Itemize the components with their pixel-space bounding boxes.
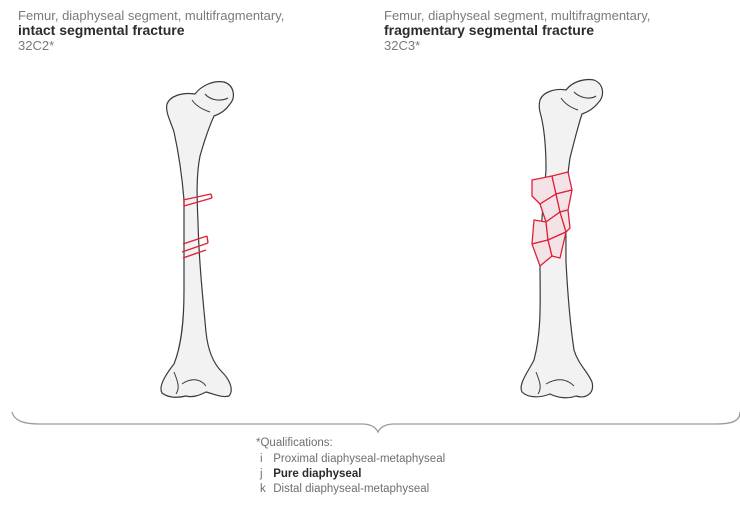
qualification-item: i Proximal diaphyseal-metaphyseal [256, 452, 445, 467]
qualification-text: Distal diaphyseal-metaphyseal [273, 483, 429, 495]
qualifications: *Qualifications: i Proximal diaphyseal-m… [256, 436, 445, 497]
left-femur [161, 82, 233, 398]
qualification-letter: j [260, 467, 270, 482]
qualification-text: Proximal diaphyseal-metaphyseal [273, 453, 445, 465]
qualification-letter: i [260, 452, 270, 467]
grouping-brace [12, 412, 740, 432]
qualification-letter: k [260, 482, 270, 497]
qualification-item: k Distal diaphyseal-metaphyseal [256, 482, 445, 497]
right-femur [521, 79, 602, 397]
qualifications-title: *Qualifications: [256, 436, 445, 451]
qualification-item: j Pure diaphyseal [256, 467, 445, 482]
qualification-text: Pure diaphyseal [273, 468, 361, 480]
